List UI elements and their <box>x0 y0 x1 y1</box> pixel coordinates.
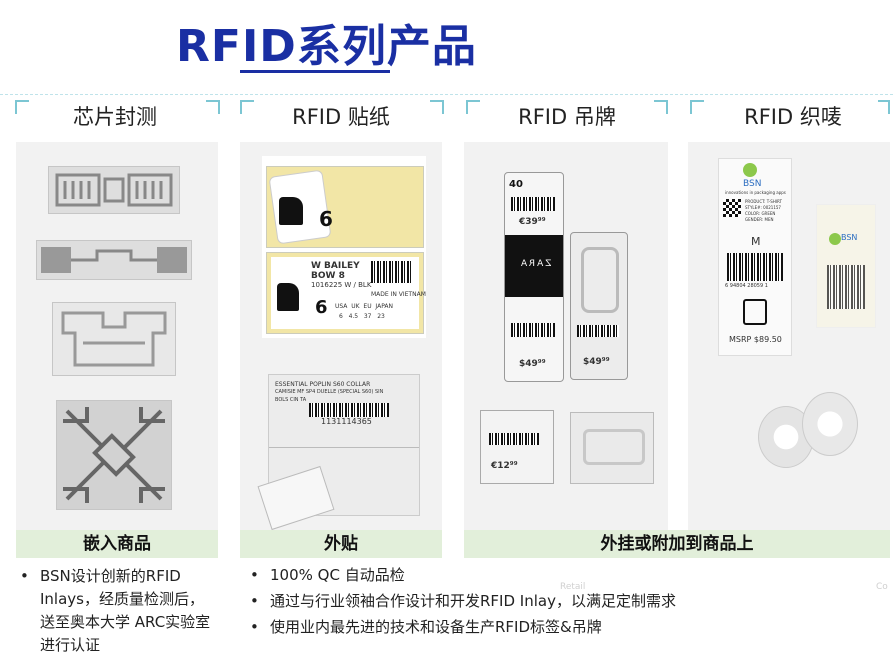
size-value: 23 <box>377 313 385 320</box>
category-external: 外贴 <box>240 530 442 558</box>
column-header-chip: 芯片封测 <box>30 100 200 134</box>
rfid-inlay-sticker <box>257 465 335 531</box>
woven-brand: BSN <box>743 179 762 189</box>
size-value: 37 <box>363 313 372 320</box>
barcode <box>489 433 539 445</box>
faint-edge-text: Co <box>876 582 888 592</box>
label-line2: CAMISIE MF SP4 DUELLE (SPECIAL S60) SIN <box>275 389 384 395</box>
boot-icon <box>277 283 299 311</box>
bullet-item: 100% QC 自动品检 <box>244 562 844 588</box>
size-value: 4.5 <box>348 313 359 320</box>
qr-code <box>723 199 741 217</box>
woven-size: M <box>751 235 761 248</box>
size-value: 6 <box>339 313 343 320</box>
label-line3: BOLS CIN TA <box>275 397 307 403</box>
sticker2-code: 1016225 W / BLK <box>311 281 372 289</box>
woven-style: STYLE#: 0021157 <box>745 205 781 210</box>
bracket-left-3 <box>466 100 480 114</box>
tag3-price: €12⁹⁹ <box>491 461 518 471</box>
bullet-list-right: 100% QC 自动品检 通过与行业领袖合作设计和开发RFID Inlay，以满… <box>244 562 844 640</box>
sticker2-made: MADE IN VIETNAM <box>371 291 426 298</box>
woven-msrp: MSRP $89.50 <box>729 335 782 344</box>
title-underline <box>240 70 390 73</box>
bullet-item: 使用业内最先进的技术和设备生产RFID标签&吊牌 <box>244 614 844 640</box>
bracket-right-1 <box>206 100 220 114</box>
inlay-chip-1 <box>48 166 180 214</box>
recycle-icon <box>743 299 767 325</box>
bracket-left-2 <box>240 100 254 114</box>
panel-woven: BSN innovations in packaging apps PRODUC… <box>688 142 890 530</box>
bracket-left-4 <box>690 100 704 114</box>
hangtag-clear: $49⁹⁹ <box>570 232 628 380</box>
hangtag-small: €12⁹⁹ <box>480 410 554 484</box>
category-embedded: 嵌入商品 <box>16 530 218 558</box>
sticker2-name: W BAILEY <box>311 261 360 271</box>
sticker-sheet: 6 W BAILEY BOW 8 1016225 W / BLK 6 MADE … <box>262 156 426 338</box>
panel-hangtag: 40 €39⁹⁹ ZARA $49⁹⁹ $49⁹⁹ €12⁹⁹ <box>464 142 668 530</box>
barcode <box>511 323 555 337</box>
label-line1: ESSENTIAL POPLIN S60 COLLAR <box>275 381 371 388</box>
bsn-logo-icon <box>743 163 757 177</box>
page-title: RFID系列产品 <box>176 21 477 72</box>
hangtag-inlay <box>570 412 654 484</box>
inlay-antenna <box>583 429 645 465</box>
tag1-price: €39⁹⁹ <box>519 217 546 227</box>
inlay-chip-2 <box>36 240 192 280</box>
column-header-hangtag: RFID 吊牌 <box>482 100 652 134</box>
woven-label-2: BSN <box>816 204 876 328</box>
inlay-antenna <box>581 247 619 313</box>
inlay-chip-3 <box>52 302 176 376</box>
column-header-woven: RFID 织唛 <box>708 100 878 134</box>
barcode <box>371 261 413 283</box>
tag1-price2: $49⁹⁹ <box>519 359 546 369</box>
tag1-size: 40 <box>509 179 523 190</box>
bracket-right-4 <box>876 100 890 114</box>
size-usa: USA <box>335 303 348 310</box>
bracket-right-3 <box>654 100 668 114</box>
size-eu: EU <box>363 303 372 310</box>
woven-barcode: 6 94804 28059 1 <box>725 283 768 289</box>
boot-icon <box>279 197 303 225</box>
bsn-logo-icon <box>829 233 841 245</box>
barcode <box>727 253 783 281</box>
woven-tagline: innovations in packaging apps <box>725 190 786 195</box>
woven-color: COLOR: GREEN <box>745 211 776 216</box>
category-hanging: 外挂或附加到商品上 <box>464 530 890 558</box>
column-header-sticker: RFID 贴纸 <box>256 100 426 134</box>
sticker1-size: 6 <box>319 207 333 231</box>
bullet-item: BSN设计创新的RFID Inlays，经质量检测后，送至奥本大学 ARC实验室… <box>14 565 214 657</box>
dashed-divider <box>0 94 893 95</box>
panel-chip <box>16 142 218 530</box>
size-japan: JAPAN <box>375 303 394 310</box>
sticker-card-2: W BAILEY BOW 8 1016225 W / BLK 6 MADE IN… <box>266 252 426 334</box>
bullet-item: 通过与行业领袖合作设计和开发RFID Inlay，以满足定制需求 <box>244 588 844 614</box>
sticker2-model: BOW 8 <box>311 271 345 281</box>
bracket-right-2 <box>430 100 444 114</box>
faint-retail-text: Retail <box>560 582 586 592</box>
size-uk: UK <box>351 303 360 310</box>
tag-black-band: ZARA <box>505 235 563 297</box>
barcode <box>577 325 619 337</box>
sticker2-size: 6 <box>315 297 328 318</box>
sticker-card-1: 6 <box>266 166 424 248</box>
panel-sticker: 6 W BAILEY BOW 8 1016225 W / BLK 6 MADE … <box>240 142 442 531</box>
label-number: 1131114365 <box>321 417 372 426</box>
woven-label: BSN innovations in packaging apps PRODUC… <box>718 158 792 356</box>
collar-label: ESSENTIAL POPLIN S60 COLLAR CAMISIE MF S… <box>257 374 420 531</box>
bracket-left-1 <box>15 100 29 114</box>
woven-brand-2: BSN <box>841 233 858 242</box>
barcode <box>827 265 865 309</box>
hangtag-zara: 40 €39⁹⁹ ZARA $49⁹⁹ <box>504 172 564 382</box>
barcode <box>309 403 389 417</box>
inlay-chip-4 <box>56 400 172 510</box>
tag-brand: ZARA <box>519 259 552 269</box>
tag2-price: $49⁹⁹ <box>583 357 610 367</box>
woven-product: PRODUCT: T-SHIRT <box>745 199 782 204</box>
barcode <box>511 197 555 211</box>
label-rolls <box>758 386 858 486</box>
woven-gender: GENDER: MEN <box>745 217 774 222</box>
bullet-list-left: BSN设计创新的RFID Inlays，经质量检测后，送至奥本大学 ARC实验室… <box>14 565 214 657</box>
